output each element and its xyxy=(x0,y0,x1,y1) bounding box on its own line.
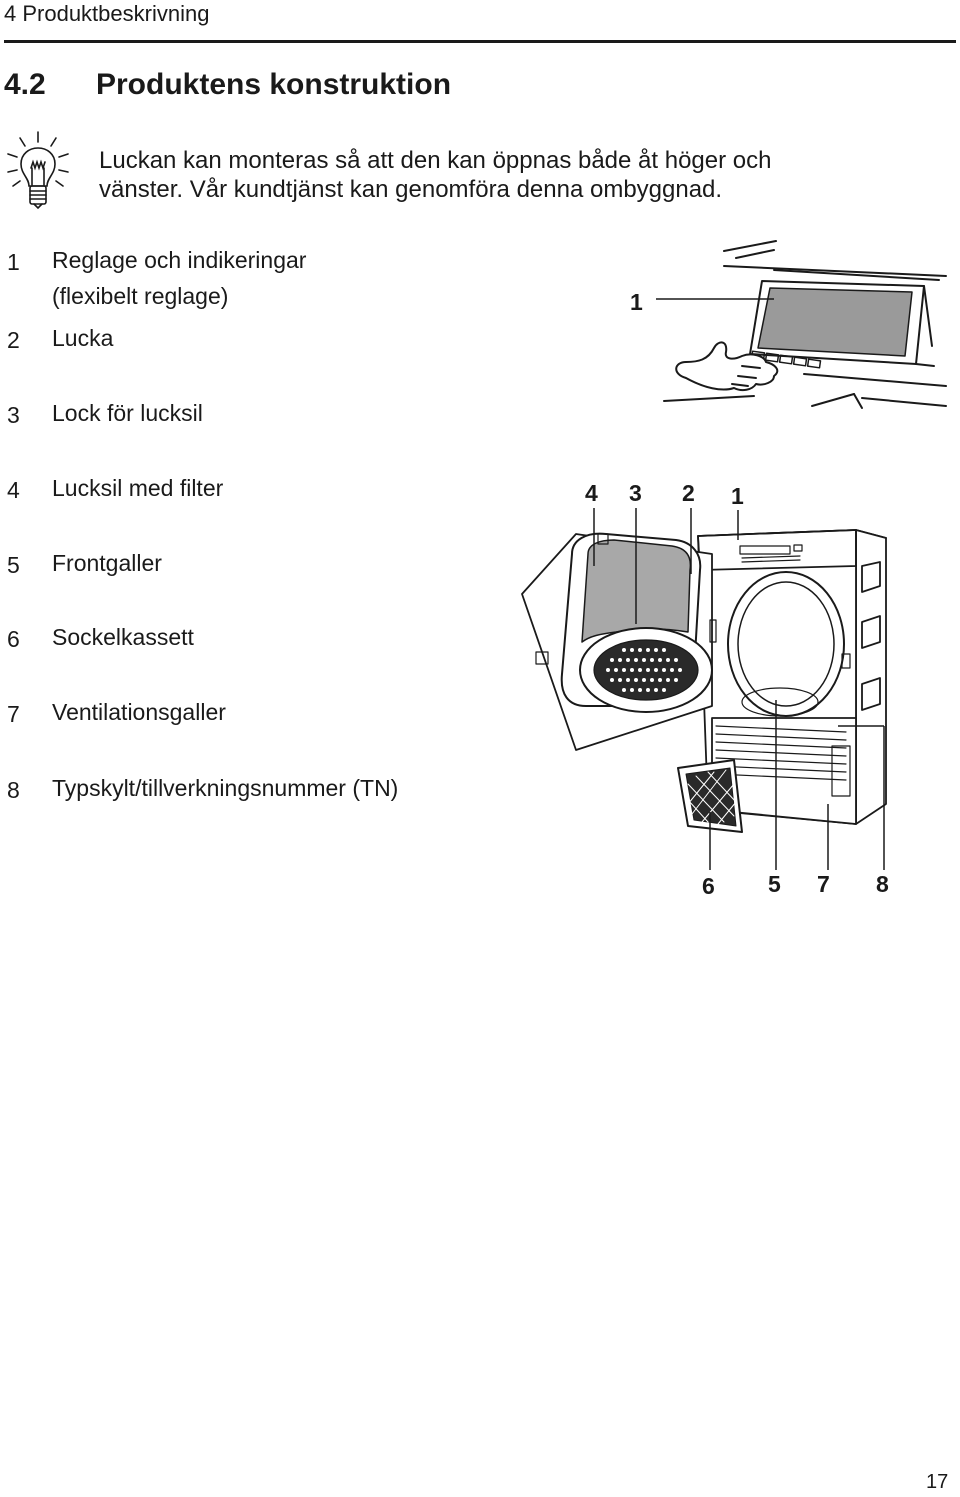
legend-number: 4 xyxy=(7,477,20,503)
section-title: Produktens konstruktion xyxy=(96,68,452,101)
legend-number: 3 xyxy=(7,402,20,428)
callout-label: 5 xyxy=(768,871,781,897)
legend-number: 8 xyxy=(7,777,20,803)
legend-number: 6 xyxy=(7,626,20,652)
section-number: 4.2 xyxy=(4,68,46,101)
callout-label: 1 xyxy=(630,289,643,315)
legend-item: Lock för lucksil xyxy=(52,400,203,426)
callout-label: 4 xyxy=(585,480,598,506)
legend-number: 5 xyxy=(7,552,20,578)
legend-number: 1 xyxy=(7,249,20,275)
tip-line-1: Luckan kan monteras så att den kan öppna… xyxy=(99,147,772,174)
legend-item: Lucksil med filter xyxy=(52,475,224,501)
legend-item: Lucka xyxy=(52,325,114,351)
callout-label: 3 xyxy=(629,480,642,506)
legend-number: 2 xyxy=(7,327,20,353)
callout-label: 8 xyxy=(876,871,889,897)
callout-label: 1 xyxy=(731,483,744,509)
page-number: 17 xyxy=(926,1471,949,1493)
dryer-illustration: 4 3 2 1 6 5 7 8 xyxy=(521,480,889,899)
legend-text-line: Reglage och indikeringar xyxy=(52,247,307,273)
running-header: 4 Produktbeskrivning xyxy=(4,1,210,26)
legend-item: Sockelkassett xyxy=(52,624,194,650)
header-rule xyxy=(4,40,956,43)
tip-text: Luckan kan monteras så att den kan öppna… xyxy=(99,146,919,204)
legend-text-line: (flexibelt reglage) xyxy=(52,283,229,309)
legend-item: Ventilationsgaller xyxy=(52,699,226,725)
control-panel-illustration: 1 xyxy=(630,240,947,409)
legend-item: Typskylt/tillverkningsnummer (TN) xyxy=(52,775,399,801)
callout-label: 7 xyxy=(817,871,830,897)
lightbulb-icon xyxy=(7,131,69,210)
tip-line-2: vänster. Vår kundtjänst kan genomföra de… xyxy=(99,176,723,203)
legend-item: Reglage och indikeringar (flexibelt regl… xyxy=(52,242,306,314)
legend-item: Frontgaller xyxy=(52,550,162,576)
legend-number: 7 xyxy=(7,701,20,727)
callout-label: 6 xyxy=(702,873,715,899)
callout-label: 2 xyxy=(682,480,695,506)
